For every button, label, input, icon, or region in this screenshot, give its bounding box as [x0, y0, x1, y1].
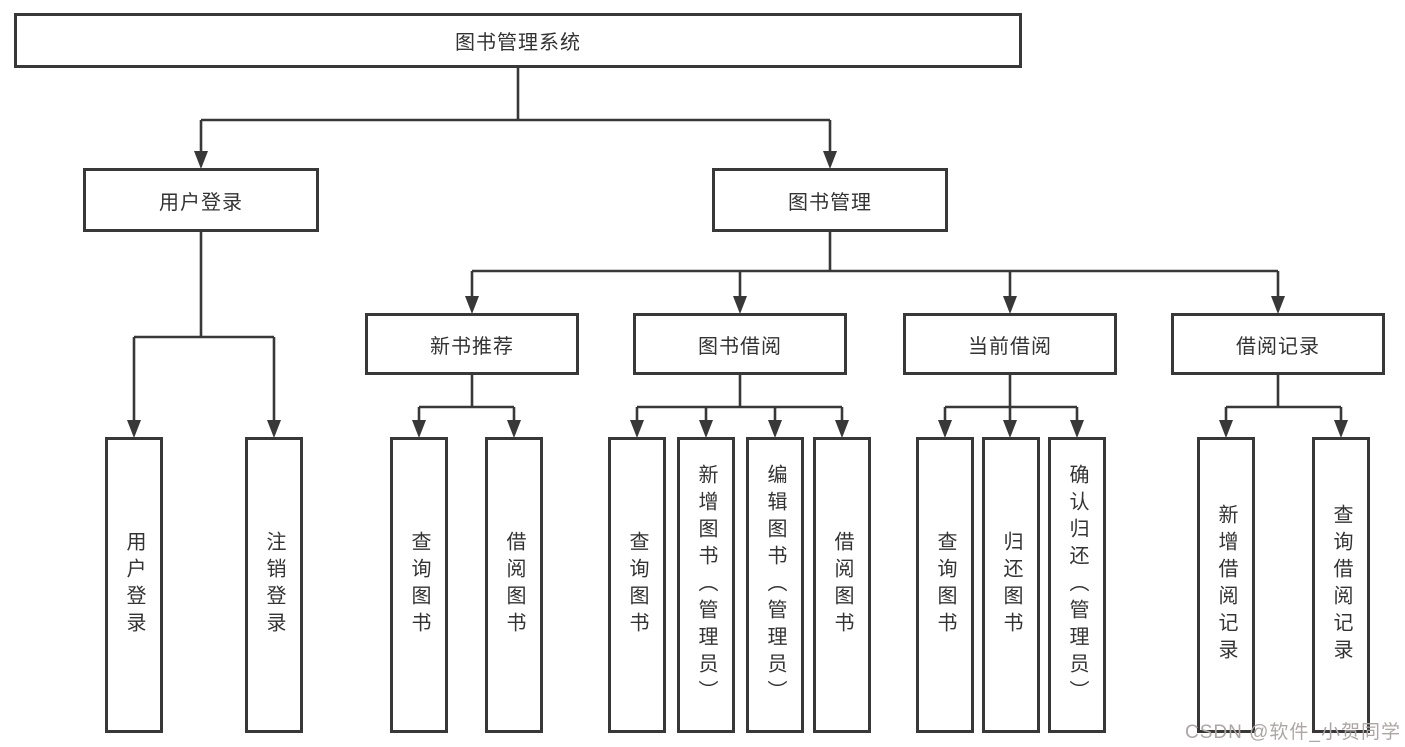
leaf-logout: 注销登录 [245, 437, 303, 733]
arrowheads [127, 151, 1348, 438]
node-library-management-system: 图书管理系统 [14, 13, 1022, 68]
leaf-user-login: 用户登录 [105, 437, 163, 733]
csdn-watermark: CSDN @软件_小贺同学 [1185, 722, 1401, 743]
node-new-book-recommend: 新书推荐 [365, 313, 579, 375]
leaf-add-borrow-record: 新增借阅记录 [1197, 437, 1255, 733]
leaf-confirm-return-admin: 确认归还（管理员） [1048, 437, 1106, 733]
leaf-add-books-admin: 新增图书（管理员） [677, 437, 735, 733]
leaf-query-books-recommend: 查询图书 [390, 437, 448, 733]
node-current-borrowing: 当前借阅 [903, 313, 1117, 375]
leaf-borrow-books-recommend: 借阅图书 [485, 437, 543, 733]
node-borrowing-records: 借阅记录 [1171, 313, 1385, 375]
node-user-login: 用户登录 [83, 168, 319, 232]
leaf-return-books: 归还图书 [982, 437, 1040, 733]
node-book-management: 图书管理 [712, 168, 948, 232]
leaf-query-borrow-record: 查询借阅记录 [1312, 437, 1370, 733]
leaf-query-books-current: 查询图书 [916, 437, 974, 733]
leaf-edit-books-admin: 编辑图书（管理员） [746, 437, 804, 733]
leaf-query-books-borrow: 查询图书 [608, 437, 666, 733]
leaf-borrow-books: 借阅图书 [813, 437, 871, 733]
node-book-borrowing: 图书借阅 [633, 313, 847, 375]
